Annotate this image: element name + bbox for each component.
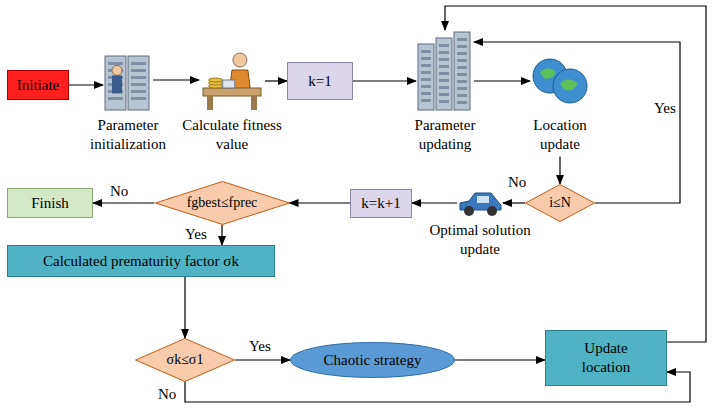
- node-label: Chaotic strategy: [324, 351, 422, 370]
- decision-diamond: σk≤σ1: [135, 338, 235, 382]
- node-label: Location update: [512, 116, 608, 154]
- node-label: i≤N: [549, 194, 571, 212]
- flow-arrow: [265, 80, 287, 81]
- flow-arrow: [474, 42, 680, 203]
- icon-illustration: [416, 30, 474, 112]
- node-label: k=k+1: [361, 194, 400, 213]
- flow-arrow: [221, 225, 222, 245]
- edge-label: Yes: [652, 100, 678, 117]
- node-label: Initiate: [17, 76, 59, 95]
- process-icon: Optimal solution update: [428, 189, 532, 259]
- process-box: Calculated prematurity factor σk: [7, 245, 275, 277]
- icon-illustration: [103, 48, 153, 112]
- flow-arrow: [184, 277, 185, 338]
- flow-arrow: [474, 80, 530, 81]
- process-icon: Parameter updating: [395, 30, 495, 154]
- icon-illustration: [530, 50, 590, 112]
- flow-arrow: [290, 202, 351, 203]
- counter-box: k=k+1: [350, 189, 412, 218]
- flow-arrow: [235, 359, 290, 360]
- process-icon: Calculate fitness value: [177, 48, 287, 154]
- end-box: Finish: [7, 188, 93, 218]
- node-label: Calculate fitness value: [177, 116, 287, 154]
- node-label: Optimal solution update: [428, 221, 532, 259]
- flow-arrow: [353, 80, 416, 81]
- node-label: Finish: [31, 194, 69, 213]
- edge-label: No: [506, 174, 528, 191]
- node-label: fgbest≤fprec: [187, 194, 258, 212]
- decision-diamond: fgbest≤fprec: [155, 181, 290, 225]
- process-icon: Parameter initialization: [73, 48, 183, 154]
- flow-arrow: [503, 202, 525, 203]
- edge-label: No: [108, 183, 130, 200]
- flow-arrow: [455, 359, 545, 360]
- node-label: Calculated prematurity factor σk: [43, 252, 239, 271]
- start-box: Initiate: [7, 70, 69, 100]
- icon-illustration: [457, 189, 503, 217]
- counter-box: k=1: [287, 62, 353, 100]
- flow-arrow: [445, 6, 706, 342]
- node-label: Update location: [561, 339, 651, 377]
- node-label: Parameter updating: [395, 116, 495, 154]
- edge-label: Yes: [247, 338, 273, 355]
- strategy-ellipse: Chaotic strategy: [290, 342, 455, 378]
- process-box: Update location: [545, 330, 667, 386]
- flow-arrow: [412, 202, 457, 203]
- flow-arrow: [153, 79, 199, 80]
- icon-illustration: [199, 48, 265, 112]
- flow-arrow: [559, 157, 560, 185]
- edge-label: No: [156, 386, 178, 403]
- node-label: σk≤σ1: [167, 351, 204, 369]
- decision-diamond: i≤N: [525, 184, 595, 222]
- node-label: Parameter initialization: [73, 116, 183, 154]
- flow-arrow: [93, 202, 155, 203]
- flow-arrow: [69, 84, 103, 85]
- node-label: k=1: [308, 72, 331, 91]
- edge-label: Yes: [183, 226, 209, 243]
- process-icon: Location update: [512, 50, 608, 154]
